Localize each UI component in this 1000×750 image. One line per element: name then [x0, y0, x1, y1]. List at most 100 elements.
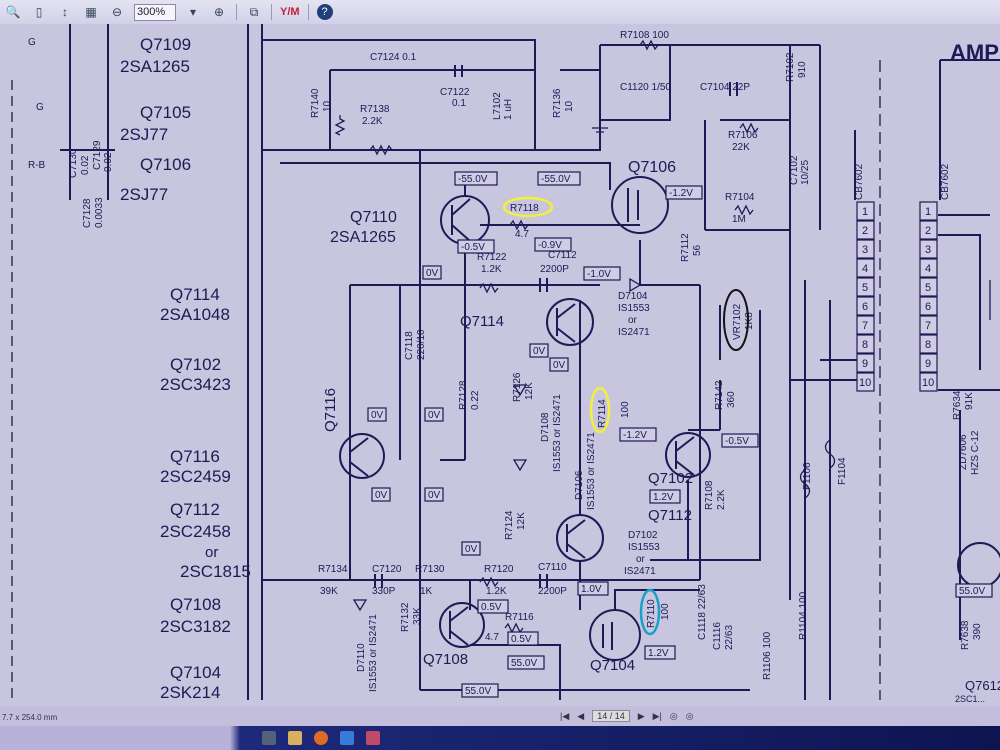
- page-layout-icon[interactable]: ⧉: [249, 4, 259, 19]
- component-label-r7122_val: 1.2K: [481, 264, 502, 275]
- zoom-in-icon[interactable]: ⊕: [213, 5, 225, 19]
- firefox-icon[interactable]: [314, 731, 328, 745]
- component-label-d7108_val: IS1553 or IS2471: [552, 394, 563, 472]
- component-label-r7638_val: 390: [972, 623, 983, 640]
- connector-pin-number: 2: [925, 225, 931, 237]
- part-type: 2SA1265: [120, 57, 190, 76]
- next-page-button[interactable]: ▶: [637, 710, 645, 721]
- help-icon[interactable]: ?: [316, 4, 333, 20]
- voltage-value: 0.5V: [481, 602, 502, 613]
- component-label-r7134: R7134: [318, 564, 348, 575]
- component-label-q7612_type: 2SC1...: [955, 694, 985, 704]
- component-label-c7102_val: 10/25: [800, 160, 811, 185]
- voltage-box: [461, 541, 481, 556]
- voltage-box: [619, 427, 657, 442]
- connector-pin-number: 4: [862, 263, 868, 275]
- component-label-q7114: Q7114: [460, 313, 504, 330]
- part-ref: Q7114: [170, 285, 220, 304]
- connector-pin-number: 6: [925, 301, 931, 313]
- left-part-label: C7129: [92, 140, 103, 170]
- back-button[interactable]: ◎: [669, 710, 678, 721]
- component-label-r7120_val: 1.2K: [486, 586, 507, 597]
- zoom-input[interactable]: 300%: [134, 3, 176, 21]
- wire: [262, 39, 601, 151]
- connector-pin: [919, 315, 938, 335]
- fit-page-icon[interactable]: ↕: [62, 5, 68, 19]
- voltage-value: 55.0V: [511, 658, 537, 669]
- voltage-box: [529, 343, 549, 358]
- voltage-value: 0V: [465, 544, 478, 555]
- divider: [271, 4, 272, 20]
- connector-pin-number: 7: [862, 320, 868, 332]
- forward-button[interactable]: ◎: [685, 710, 694, 721]
- wire: [687, 305, 721, 560]
- divider: [307, 4, 309, 20]
- component-label-q7112: Q7112: [648, 507, 692, 524]
- search-icon[interactable]: 🔍: [5, 5, 21, 19]
- component-label-r7104: R7104: [725, 192, 755, 203]
- component-label-r7112_val: 56: [692, 244, 703, 256]
- voltage-value: 55.0V: [959, 586, 985, 597]
- component-label-r7108_top: R7108 100: [620, 30, 669, 41]
- connector-pin: [919, 296, 938, 316]
- page-indicator[interactable]: 14 / 14: [592, 710, 630, 722]
- voltage-value: 0V: [428, 410, 441, 421]
- voltage-value: 1.0V: [581, 584, 602, 595]
- voltage-value: -1.0V: [587, 269, 611, 280]
- component-label-f1104: F1104: [837, 457, 848, 485]
- part-type: 2SC3423: [160, 375, 231, 394]
- component-label-c1116_val: 22/63: [724, 625, 735, 650]
- voltage-box: [457, 239, 495, 254]
- left-part-label: 0.02: [80, 155, 91, 175]
- connector-pin-number: 7: [925, 320, 931, 332]
- component-label-r7114: R7114: [597, 399, 608, 428]
- voltage-value: 1.2V: [648, 648, 669, 659]
- voltage-value: 0V: [426, 268, 439, 279]
- component-label-r7106: R7106: [728, 130, 758, 141]
- connector-pin: [856, 201, 875, 221]
- voltage-box: [371, 487, 391, 502]
- app-icon[interactable]: [340, 731, 354, 745]
- voltage-value: -55.0V: [458, 174, 488, 185]
- voltage-labels: -55.0V-55.0V-1.2V-0.5V-0.9V0V-1.0V0V0V0V…: [367, 171, 993, 698]
- component-label-r7124: R7124: [504, 510, 515, 540]
- transistor-q7114: [546, 298, 594, 346]
- zoom-out-icon[interactable]: ⊖: [111, 5, 123, 19]
- first-page-button[interactable]: |◀: [560, 710, 570, 721]
- voltage-value: 0V: [375, 490, 388, 501]
- image-icon[interactable]: ▦: [85, 5, 97, 19]
- voltage-box: [644, 645, 676, 660]
- voltage-box: [454, 171, 498, 186]
- part-type: 2SC2458: [160, 522, 231, 541]
- ym-logo[interactable]: Y/M: [280, 6, 300, 18]
- left-part-label: R-B: [28, 160, 46, 171]
- voltage-value: -0.5V: [461, 242, 485, 253]
- wire: [349, 284, 600, 610]
- chevron-down-icon[interactable]: ▾: [189, 5, 197, 19]
- component-labels: Q71092SA1265Q71052SJ77Q71062SJ77Q71142SA…: [28, 30, 1000, 704]
- connector-pin: [919, 372, 938, 392]
- connector-pin: [856, 334, 875, 354]
- component-label-q7102: Q7102: [648, 470, 693, 487]
- connector-pin: [919, 220, 938, 240]
- highlights: [502, 196, 749, 636]
- file-explorer-icon[interactable]: [288, 731, 302, 745]
- component-label-cb7602b: CB7602: [940, 163, 951, 200]
- bus-wire: [247, 24, 263, 700]
- component-label-c7118_val: 220/10: [416, 329, 427, 360]
- prev-page-button[interactable]: ◀: [577, 710, 585, 721]
- last-page-button[interactable]: ▶|: [652, 710, 662, 721]
- page-icon[interactable]: ▯: [35, 5, 43, 19]
- part-ref: Q7116: [170, 447, 220, 466]
- component-label-c1116: C1116: [712, 622, 723, 650]
- fet-gate: [602, 188, 639, 650]
- voltage-value: 0V: [533, 346, 546, 357]
- component-label-c7120_val: 330P: [372, 586, 396, 597]
- diode-symbol: [352, 277, 642, 612]
- task-view-icon[interactable]: [262, 731, 276, 745]
- voltage-value: 1.2V: [653, 492, 674, 503]
- component-label-r7140: R7140: [310, 88, 321, 118]
- component-label-r7634: R7634: [952, 390, 963, 420]
- pdf-app-icon[interactable]: [366, 731, 380, 745]
